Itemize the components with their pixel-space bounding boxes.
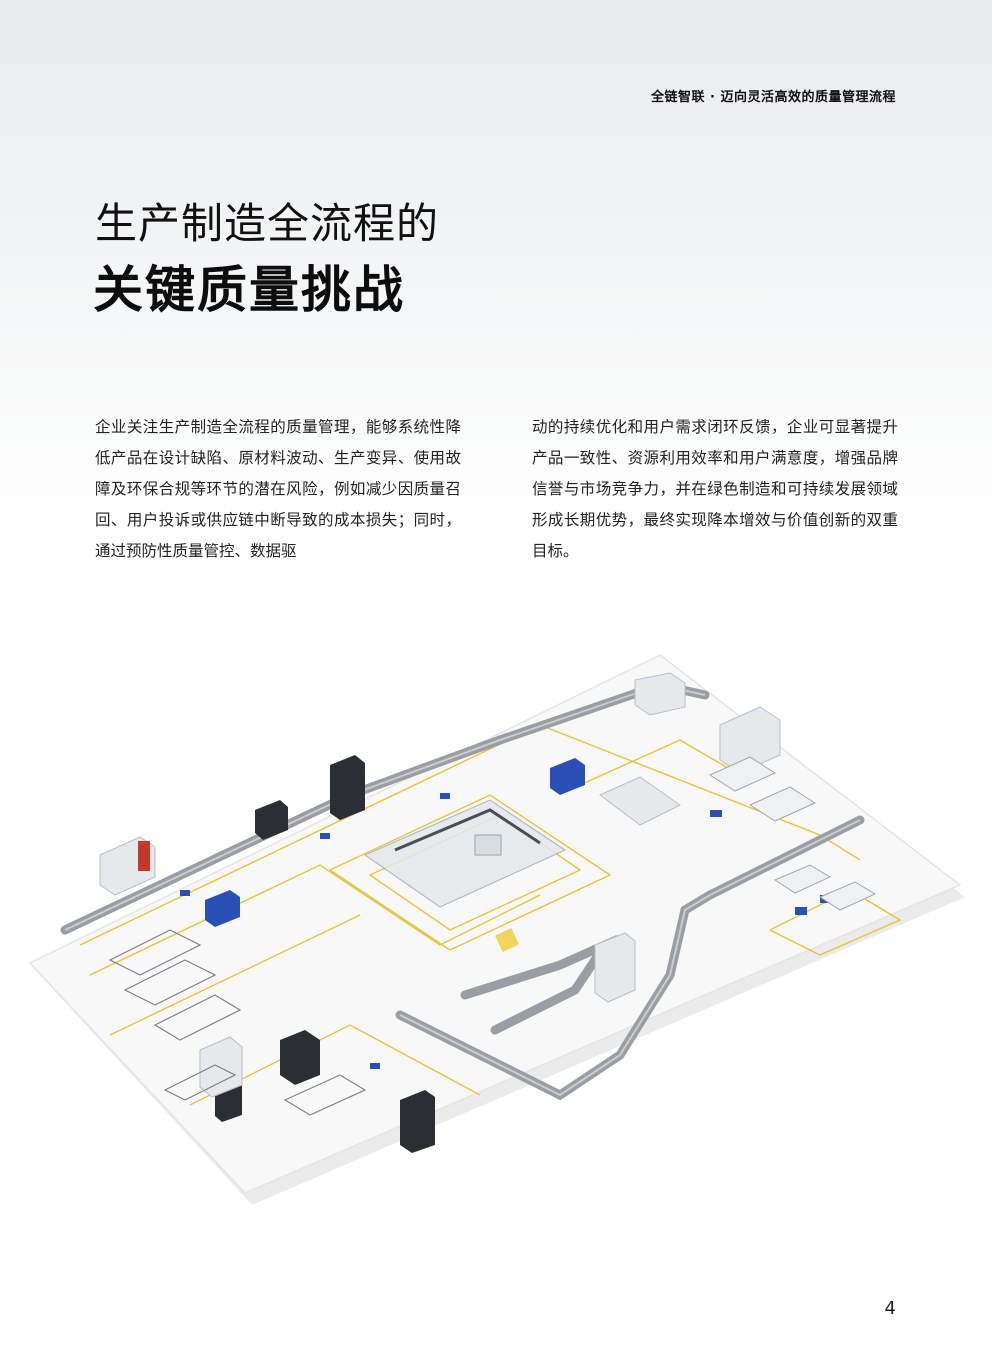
page-title-line1: 生产制造全流程的 [95, 199, 440, 248]
factory-floor-illustration [28, 654, 965, 1205]
body-paragraph-left: 企业关注生产制造全流程的质量管理，能够系统性降低产品在设计缺陷、原材料波动、生产… [95, 418, 461, 560]
red-machine-accent [138, 841, 150, 871]
workstations-right [708, 756, 877, 911]
body-column-right: 动的持续优化和用户需求闭环反馈，企业可显著提升产品一致性、资源利用效率和用户满意… [532, 412, 898, 567]
body-column-left: 企业关注生产制造全流程的质量管理，能够系统性降低产品在设计缺陷、原材料波动、生产… [95, 412, 461, 567]
storage-racks [108, 929, 367, 1116]
body-paragraph-right: 动的持续优化和用户需求闭环反馈，企业可显著提升产品一致性、资源利用效率和用户满意… [532, 418, 898, 560]
hazard-zone [495, 928, 519, 952]
glass-enclosure [363, 799, 567, 908]
page-title-line2: 关键质量挑战 [93, 261, 405, 319]
machines-light [99, 672, 781, 1098]
header-tagline: 全链智联 · 迈向灵活高效的质量管理流程 [651, 90, 896, 105]
floor-slab [28, 654, 962, 1194]
forklifts [205, 758, 585, 927]
page-number: 4 [884, 1298, 896, 1319]
